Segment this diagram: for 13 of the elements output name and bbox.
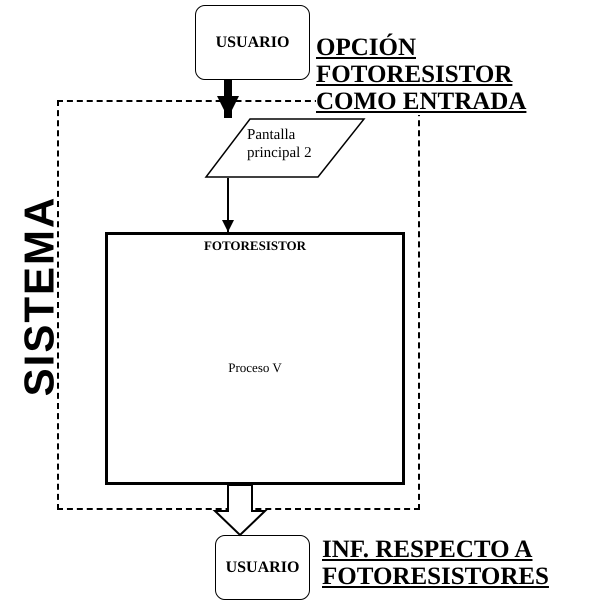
process-heading: FOTORESISTOR [204, 238, 306, 253]
arrow [222, 178, 234, 232]
node-label: USUARIO [226, 558, 300, 576]
process-label: Proceso V [228, 360, 282, 375]
block-arrow [212, 484, 268, 536]
node-label: USUARIO [216, 34, 290, 52]
system-title: SISTEMA [15, 196, 64, 396]
node-label: Pantalla principal 2 [247, 127, 312, 162]
terminal-box [215, 535, 310, 600]
input-parallelogram [205, 118, 365, 178]
process-box [105, 232, 405, 485]
arrow [217, 80, 239, 118]
terminal-box [195, 5, 310, 80]
